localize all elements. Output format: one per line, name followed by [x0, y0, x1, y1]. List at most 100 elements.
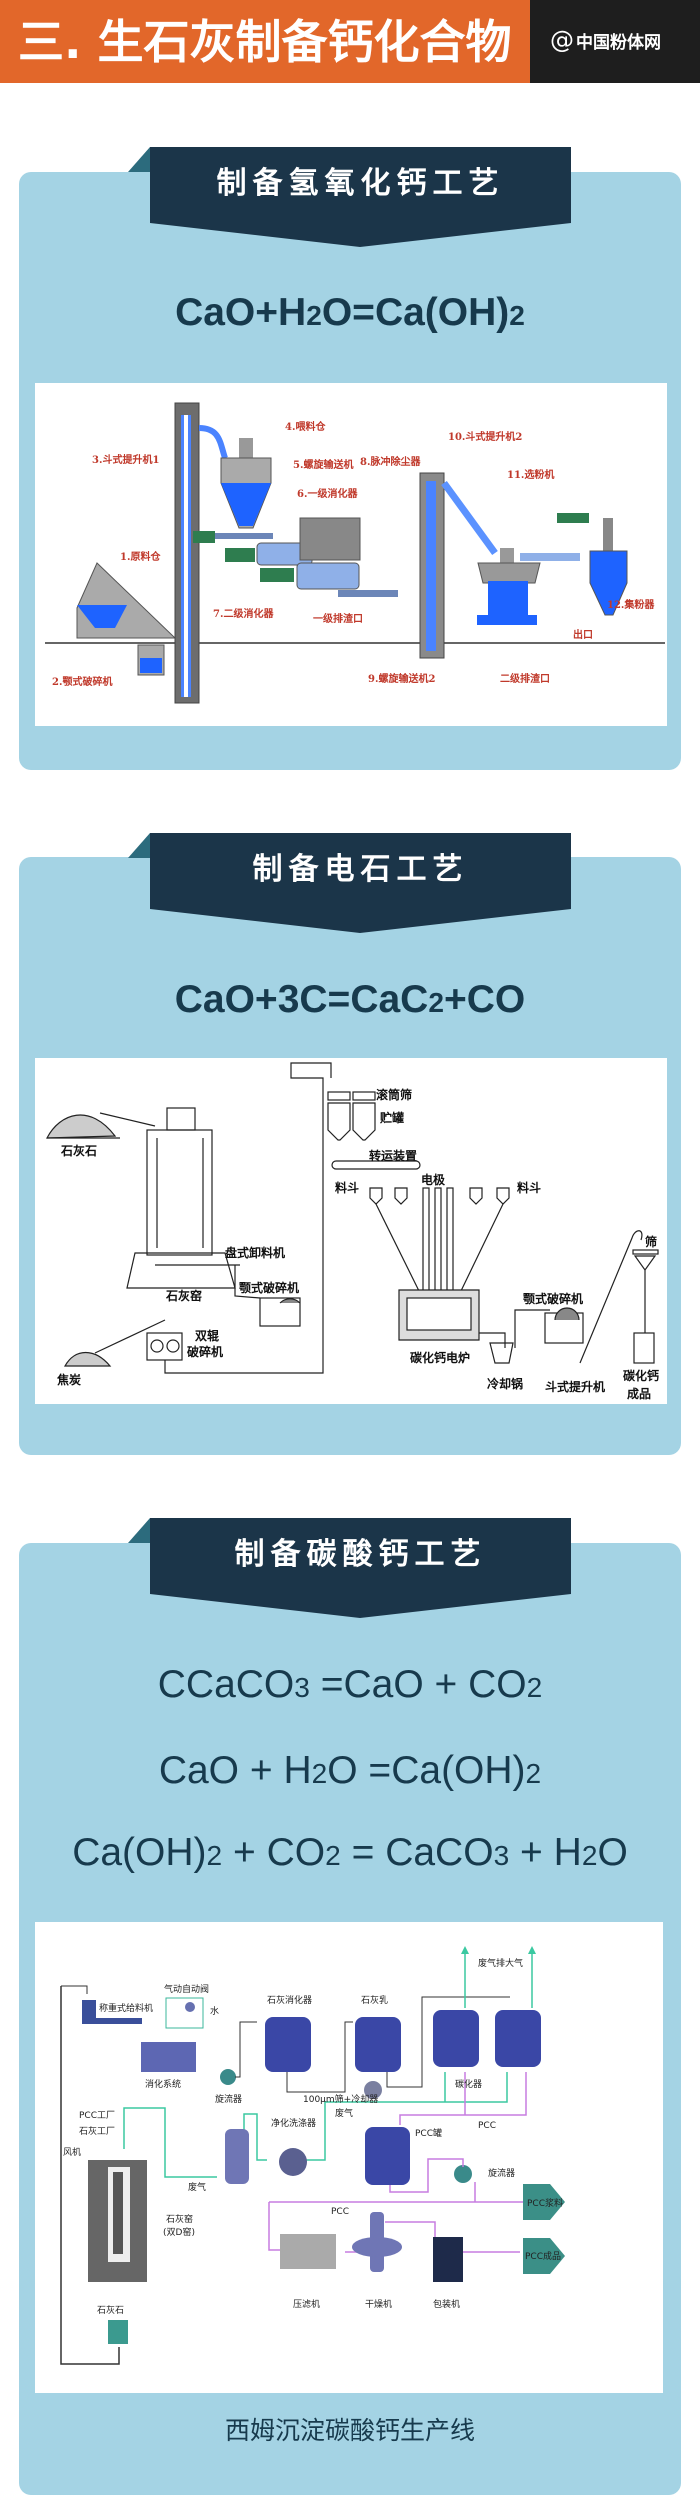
diagram-label: 8.脉冲除尘器	[360, 455, 421, 468]
diagram-label: PCC成品	[525, 2250, 561, 2262]
header-title-bar: 三. 生石灰制备钙化合物	[0, 0, 530, 83]
section-title: 制备碳酸钙工艺	[234, 1537, 487, 1572]
diagram-label: 冷却锅	[487, 1376, 523, 1391]
equation-text: + CO	[222, 1831, 326, 1874]
equation-subscript: 2	[325, 1840, 341, 1871]
equation-subscript: 2	[526, 1672, 543, 1703]
diagram-label: PCC罐	[415, 2127, 442, 2139]
diagram-label: 6.一级消化器	[297, 487, 358, 500]
diagram-label: (双D窑)	[163, 2226, 195, 2238]
diagram-label: 旋流器	[488, 2167, 515, 2179]
diagram-label: 一级排渣口	[313, 612, 363, 625]
equation-text: O=Ca(OH)	[321, 291, 510, 334]
equation-text: Ca(OH)	[72, 1831, 207, 1874]
calcium-hydroxide-process-diagram: 3.斗式提升机1 4.喂料仓 5.螺旋输送机 6.一级消化器 1.原料仓 7.二…	[35, 383, 667, 726]
diagram-label: 盘式卸料机	[225, 1245, 285, 1260]
section-ribbon	[128, 833, 571, 933]
diagram-label: 旋流器	[215, 2093, 242, 2105]
diagram-label: 压滤机	[293, 2298, 320, 2310]
diagram-caption: 西姆沉淀碳酸钙生产线	[224, 2416, 475, 2445]
diagram-label: 3.斗式提升机1	[92, 453, 159, 466]
diagram-label: 2.颚式破碎机	[52, 675, 112, 688]
diagram-label: 称重式给料机	[99, 2002, 153, 2014]
brand-logo: @中国粉体网	[550, 26, 661, 54]
diagram-label: 斗式提升机	[545, 1379, 605, 1394]
section-title: 制备电石工艺	[252, 852, 469, 887]
equation-text: CaO + H	[158, 1749, 312, 1792]
equation-subscript: 2	[428, 987, 444, 1018]
diagram-label: 水	[210, 2005, 219, 2017]
diagram-label: 碳化钙电炉	[410, 1350, 470, 1365]
equation-text: O	[597, 1831, 628, 1874]
diagram-label: 碳化器	[455, 2078, 482, 2090]
equation-text: CCaCO	[157, 1663, 295, 1706]
equation-subscript: 3	[294, 1672, 310, 1703]
header-brand-bar	[530, 0, 700, 83]
equation-text: = CaCO	[340, 1831, 494, 1874]
diagram-label: PCC浆料	[527, 2197, 563, 2209]
diagram-label: PCC	[331, 2207, 349, 2217]
diagram-label: 干燥机	[365, 2298, 392, 2310]
diagram-label: 气动自动阀	[164, 1983, 209, 1995]
equation-text: O =Ca(OH)	[327, 1749, 526, 1792]
diagram-label: 碳化钙	[623, 1368, 659, 1383]
diagram-label: 10.斗式提升机2	[448, 430, 522, 443]
equation: CaO + H2O =Ca(OH)2	[19, 1748, 681, 1797]
diagram-label: 石灰窑	[166, 2213, 193, 2225]
equation-text: +CO	[443, 978, 526, 1021]
diagram-label: 焦炭	[56, 1372, 81, 1387]
diagram-label: 出口	[573, 628, 593, 641]
diagram-label: 包装机	[433, 2298, 460, 2310]
equation-subscript: 2	[581, 1840, 598, 1871]
diagram-label: 1.原料仓	[120, 550, 161, 563]
diagram-label: 贮罐	[379, 1110, 404, 1125]
equation: CaO+3C=CaC2+CO	[19, 977, 681, 1026]
diagram-label: 筛	[645, 1234, 657, 1249]
diagram-label: 滚筒筛	[376, 1087, 412, 1102]
equation: CaO+H2O=Ca(OH)2	[19, 290, 681, 339]
diagram-label: 风机	[63, 2146, 81, 2158]
equation: CCaCO3 =CaO + CO2	[19, 1662, 681, 1711]
equation-subscript: 2	[306, 300, 322, 331]
at-icon: @	[550, 26, 574, 54]
section-ribbon	[128, 147, 571, 247]
diagram-label: 4.喂料仓	[285, 420, 326, 433]
diagram-label: 废气	[188, 2181, 206, 2193]
diagram-label: 7.二级消化器	[213, 607, 274, 620]
diagram-label: 双辊	[195, 1328, 219, 1343]
equation-subscript: 2	[311, 1758, 328, 1789]
diagram-label: 颚式破碎机	[239, 1280, 299, 1295]
diagram-label: 9.螺旋输送机2	[368, 672, 435, 685]
section-title: 制备氢氧化钙工艺	[216, 166, 505, 201]
diagram-label: 成品	[627, 1386, 651, 1401]
diagram-label: 石灰乳	[361, 1994, 388, 2006]
diagram-label: 净化洗涤器	[271, 2117, 316, 2129]
page-header: 三. 生石灰制备钙化合物 @中国粉体网	[0, 0, 700, 83]
equation: Ca(OH)2 + CO2 = CaCO3 + H2O	[19, 1830, 681, 1879]
diagram-label: 颚式破碎机	[523, 1291, 583, 1306]
diagram-label: PCC工厂	[79, 2110, 115, 2121]
equation-text: + H	[509, 1831, 582, 1874]
page-title: 三. 生石灰制备钙化合物	[18, 15, 512, 69]
diagram-label: 料斗	[517, 1180, 541, 1195]
equation-subscript: 2	[206, 1840, 223, 1871]
diagram-label: 100μm筛+冷却器	[303, 2093, 378, 2105]
brand-name: 中国粉体网	[576, 33, 661, 53]
diagram-label: 石灰石	[97, 2304, 124, 2316]
section-ribbon	[128, 1518, 571, 1618]
diagram-label: 石灰石	[60, 1143, 97, 1158]
equation-subscript: 3	[493, 1840, 510, 1871]
diagram-label: 废气排大气	[478, 1957, 523, 1969]
diagram-label: 转运装置	[369, 1148, 417, 1163]
equation-subscript: 2	[525, 1758, 542, 1789]
diagram-label: 石灰窑	[165, 1288, 202, 1303]
equation-text: CaO+3C=CaC	[174, 978, 429, 1021]
calcium-carbide-process-diagram: 石灰石 石灰窑 盘式卸料机 颚式破碎机 双辊 破碎机 焦炭 滚筒筛 贮罐 转运装…	[35, 1058, 667, 1404]
equation-text: CaO+H	[175, 291, 307, 334]
diagram-label: 5.螺旋输送机	[293, 458, 353, 471]
equation-text: =CaO + CO	[309, 1663, 527, 1706]
diagram-label: 废气	[335, 2107, 353, 2119]
diagram-label: 消化系统	[145, 2078, 181, 2090]
diagram-label: 石灰消化器	[267, 1994, 312, 2006]
equation-subscript: 2	[509, 300, 525, 331]
